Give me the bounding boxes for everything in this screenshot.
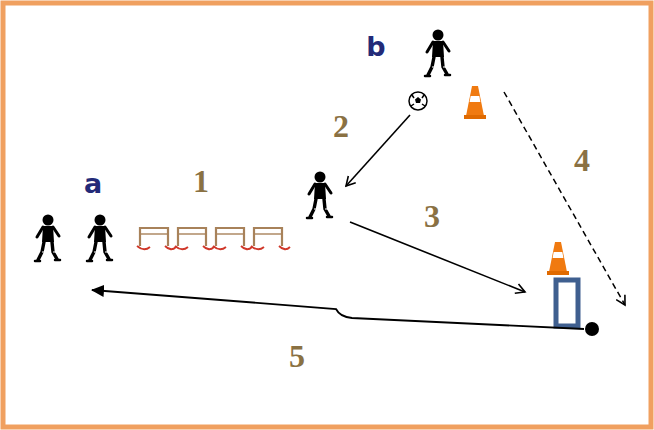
- soccer-ball: [409, 92, 427, 110]
- player-receiver: [307, 172, 332, 219]
- player-a: [35, 215, 60, 262]
- step-number: 2: [333, 110, 349, 142]
- mini-goal: [556, 280, 578, 326]
- frame-border: [3, 3, 651, 427]
- run-arrow: [504, 92, 625, 305]
- player-b: [425, 30, 450, 77]
- hurdle: [175, 228, 214, 249]
- pass-arrow: [346, 115, 410, 186]
- group-letter: a: [84, 170, 102, 197]
- ball-dot: [585, 322, 599, 336]
- hurdle: [251, 228, 290, 249]
- player-a: [87, 215, 112, 262]
- hurdle: [213, 228, 252, 249]
- hurdle: [137, 228, 176, 249]
- cone: [464, 86, 486, 119]
- step-number: 4: [574, 144, 590, 176]
- step-number: 3: [424, 200, 440, 232]
- return-arrow: [92, 290, 584, 329]
- dribble-arrow: [350, 222, 525, 292]
- step-number: 1: [193, 165, 209, 197]
- step-number: 5: [289, 340, 305, 372]
- group-letter: b: [366, 33, 385, 60]
- cone: [547, 242, 569, 275]
